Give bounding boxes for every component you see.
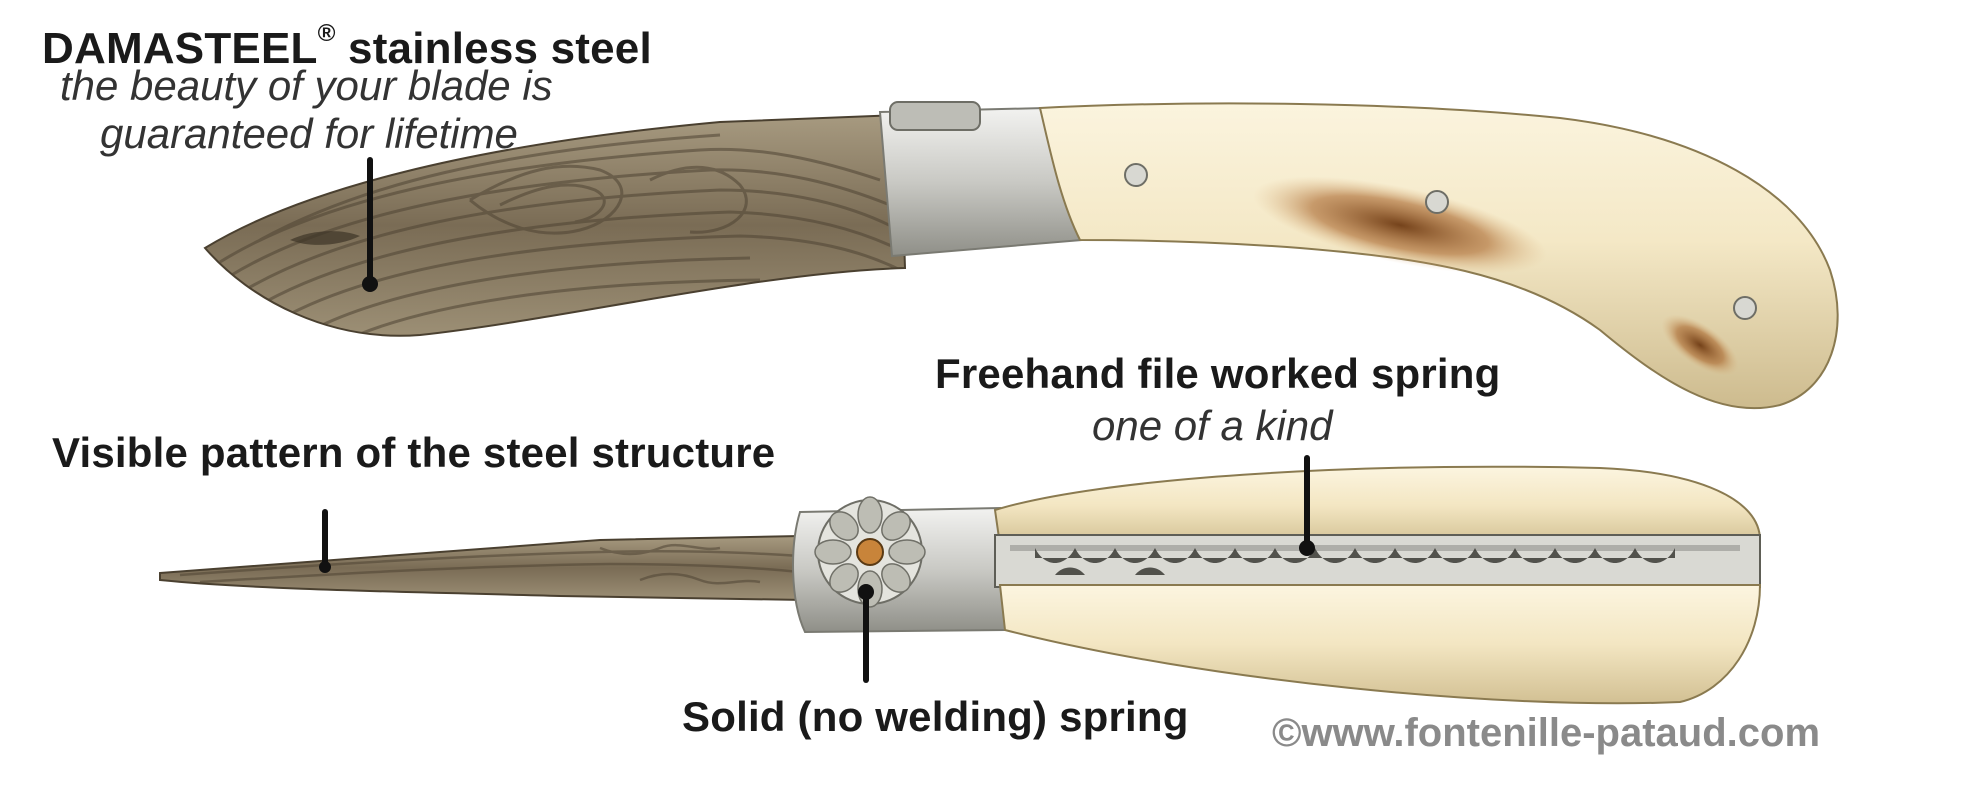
ivory-handle-bottom-lower (998, 584, 1762, 705)
damasteel-line-1: the beauty of your blade is (60, 62, 553, 109)
registered-mark: ® (317, 20, 336, 47)
rivet (1124, 163, 1148, 187)
knife-top (203, 101, 1839, 410)
freehand-subtitle: one of a kind (1092, 402, 1333, 449)
freehand-title: Freehand file worked spring (935, 350, 1501, 397)
pointer-dot (858, 584, 874, 600)
callout-lines (322, 157, 1310, 683)
pointer-dot (319, 561, 331, 573)
damasteel-title-rest: stainless steel (335, 23, 652, 73)
damasteel-title-main: DAMASTEEL (42, 23, 318, 73)
pattern-title: Visible pattern of the steel structure (52, 429, 776, 476)
pointer-dot (362, 276, 378, 292)
ivory-stain (1253, 176, 1547, 274)
rivet (1733, 296, 1757, 320)
knife-bottom (159, 465, 1762, 705)
ivory-handle-bottom-upper (993, 465, 1762, 547)
damasteel-title: DAMASTEEL® stainless steel (42, 4, 652, 79)
pointer-dot (1299, 540, 1315, 556)
rosette-icon (814, 496, 926, 608)
copyright-watermark: ©www.fontenille-pataud.com (1272, 711, 1821, 755)
rivet (1425, 190, 1449, 214)
damasteel-line-2: guaranteed for lifetime (100, 110, 518, 157)
spring-title: Solid (no welding) spring (682, 693, 1189, 740)
